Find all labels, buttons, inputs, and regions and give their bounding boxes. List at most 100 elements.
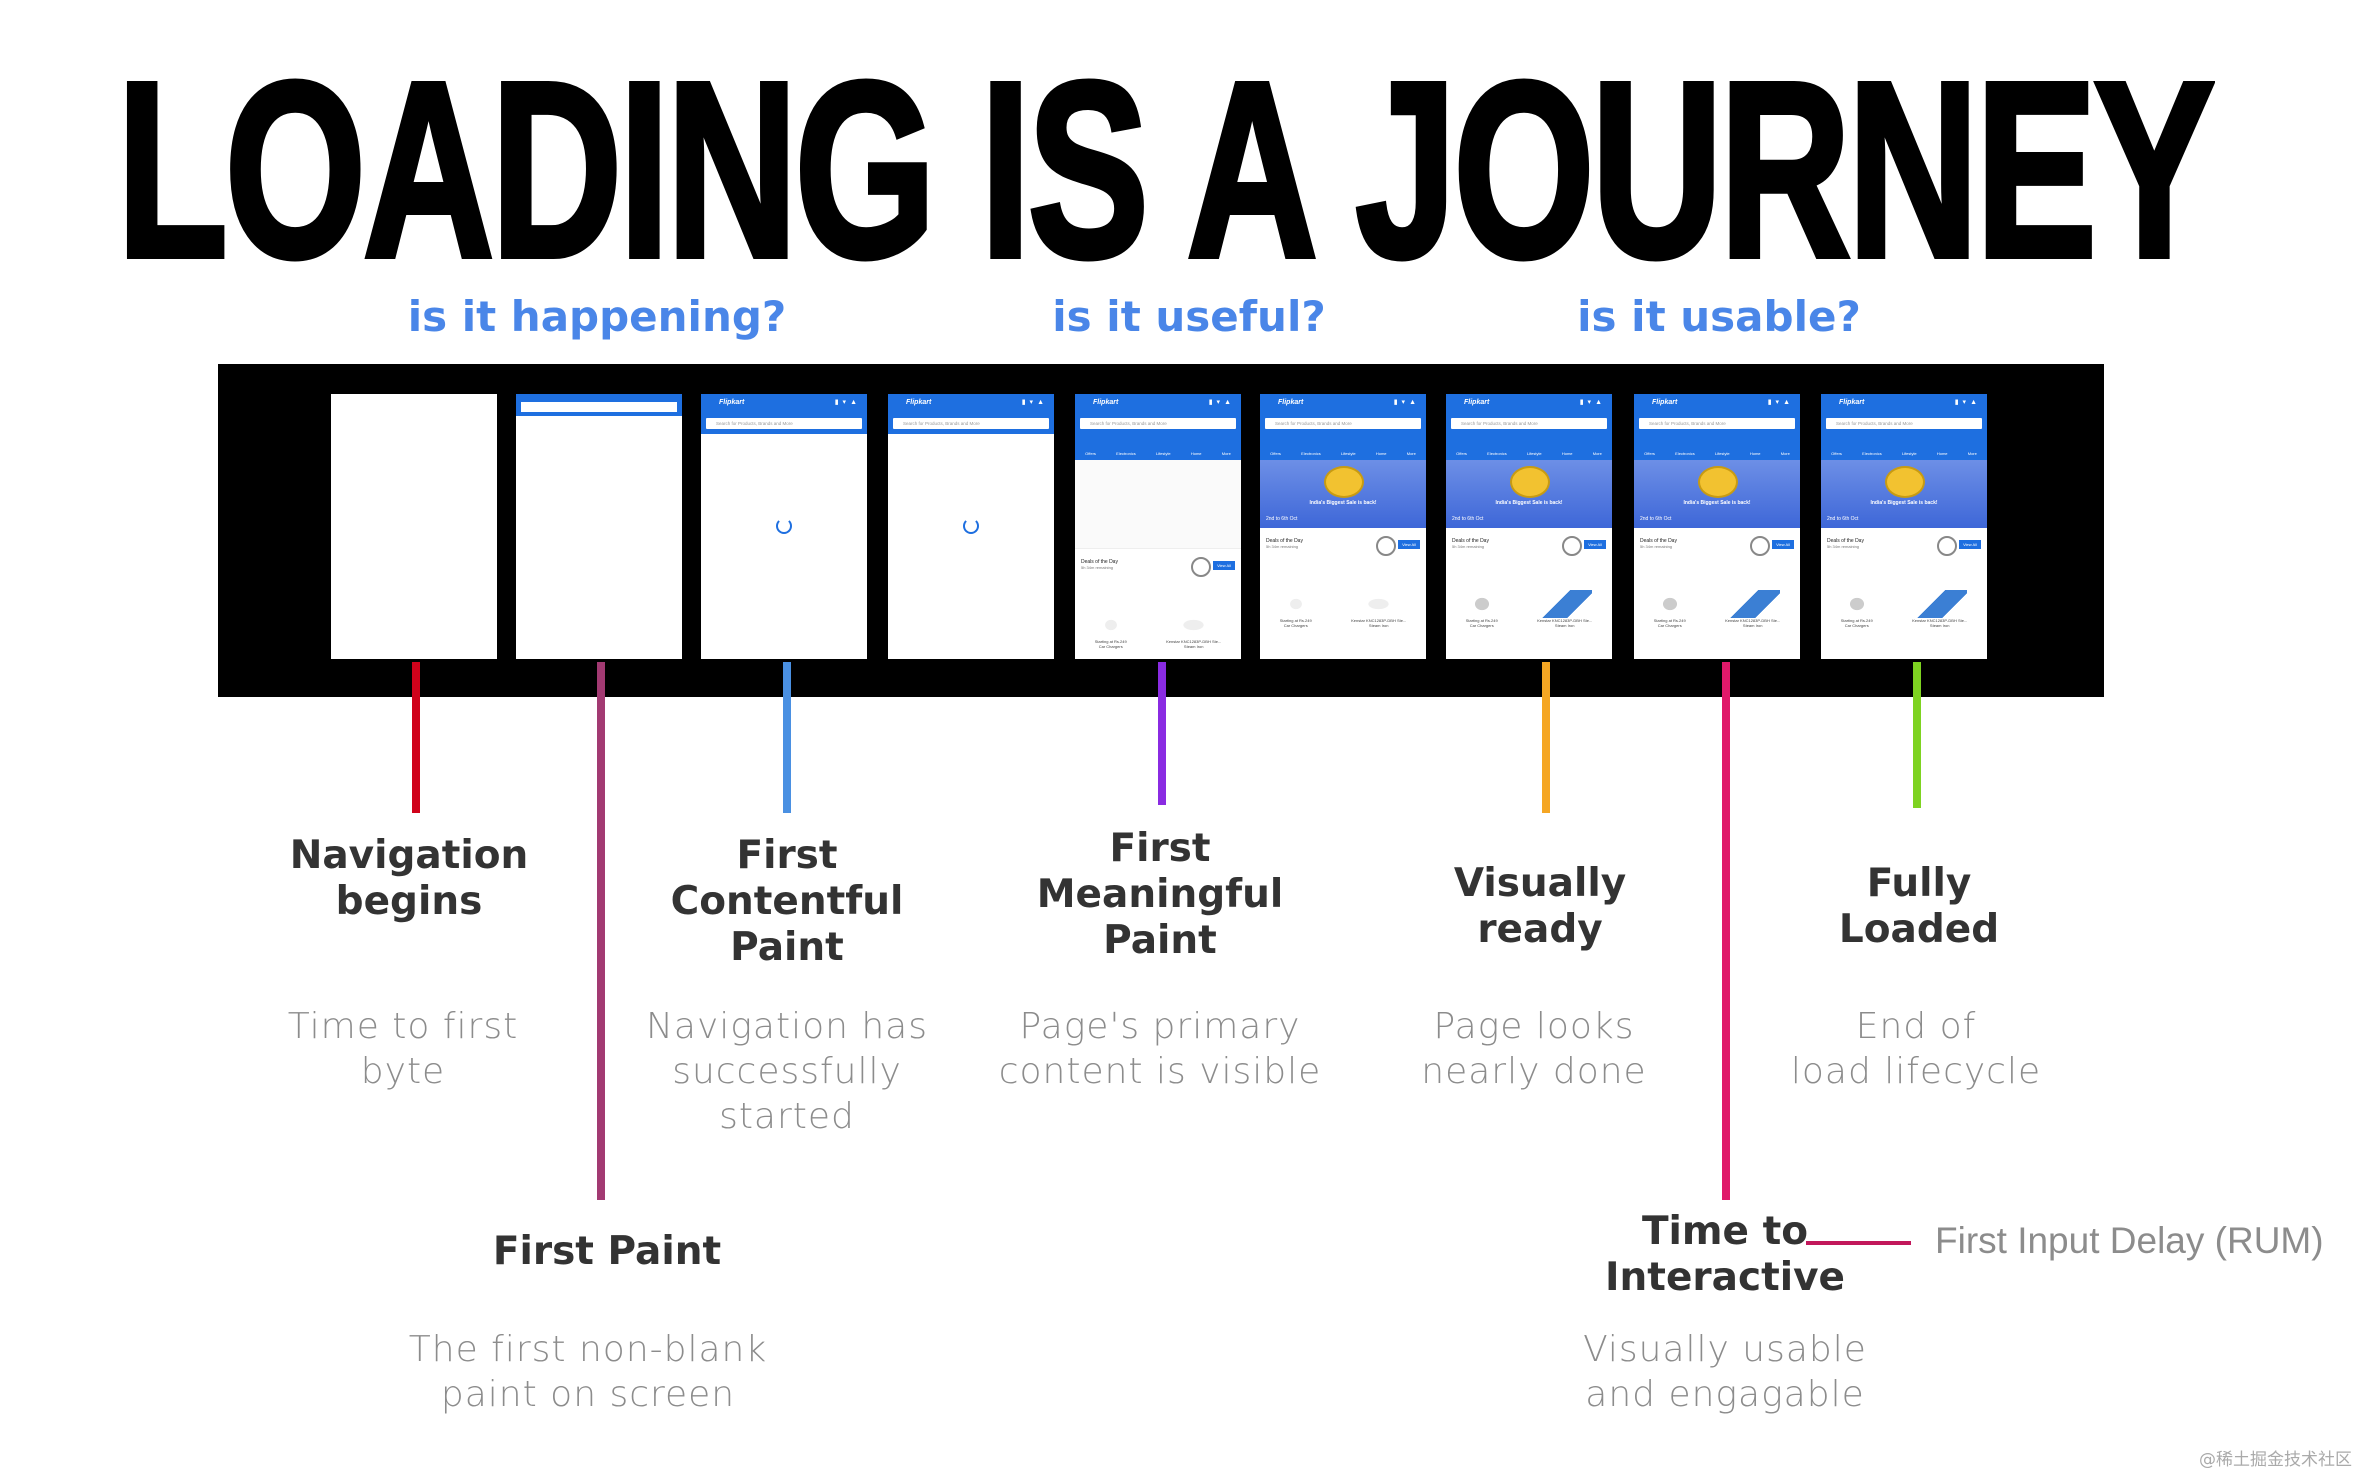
category-item: Home [1375,451,1387,456]
search-bar: Search for Products, Brands and More [1446,416,1612,434]
header-icons: ▮▾▲ [1208,399,1235,406]
search-placeholder: Search for Products, Brands and More [706,418,862,429]
deals-title: Deals of the Day [1081,559,1118,565]
banner-text: India's Biggest Sale is back! [1683,500,1751,506]
product-price: Starting at Rs.249 [1094,639,1127,644]
deals-remaining: 5h 34m remaining [1452,544,1485,549]
product-card: Kenstar KNC1283P-DBH Ste...Steam Iron [1725,590,1781,628]
product-card: Kenstar KNC1283P-DBH Ste...Steam Iron [1537,590,1593,628]
marker-fully-loaded [1913,662,1921,808]
header-icons: ▮▾▲ [1393,399,1420,406]
label-first-input-delay: First Input Delay (RUM) [1935,1220,2324,1261]
filmstrip-frame-blank [331,394,497,659]
product-image [1912,590,1968,618]
deals-remaining: 5h 34m remaining [1081,565,1114,570]
app-header-bar [516,394,682,416]
desc-time-to-interactive: Visually usable and engagable [1583,1329,1867,1415]
filmstrip-frame-banner: Flipkart ▮▾▲ Search for Products, Brands a… [1260,394,1426,659]
view-all-button: View All [1398,540,1420,549]
product-card: Kenstar KNC1283P-DBH Ste...Steam Iron [1351,590,1407,628]
product-image [1279,590,1312,618]
product-price: Kenstar KNC1283P-DBH Ste... [1537,618,1593,623]
product-image [1537,590,1593,618]
search-bar: Search for Products, Brands and More [701,416,867,434]
search-bar: Search for Products, Brands and More [1634,416,1800,434]
search-bar: Search for Products, Brands and More [888,416,1054,434]
category-item: Lifestyle [1155,451,1171,456]
marker-navigation-begins [412,662,420,813]
header-icons: ▮▾▲ [1954,399,1981,406]
app-header: Flipkart▮▾▲ [888,394,1054,416]
label-time-to-interactive: Time to Interactive [1605,1209,1845,1300]
billion-days-badge-icon [1885,466,1925,498]
product-card: Kenstar KNC1283P-DBH Ste...Steam Iron [1166,611,1222,649]
app-header: Flipkart ▮▾▲ [1075,394,1241,416]
category-item: Home [1936,451,1948,456]
question-useful: is it useful? [1052,292,1326,341]
category-item: Lifestyle [1340,451,1356,456]
category-item: Offers [1456,451,1467,456]
category-item: Offers [1831,451,1842,456]
product-image [1840,590,1873,618]
billion-days-badge-icon [1698,466,1738,498]
marker-first-contentful-paint [783,662,791,813]
clock-icon [1376,536,1396,556]
billion-days-badge-icon [1324,466,1364,498]
product-image [1653,590,1686,618]
loading-spinner-icon [963,518,979,534]
category-item: Lifestyle [1714,451,1730,456]
header-icons: ▮▾▲ [834,399,861,406]
app-logo: Flipkart [1652,399,1678,406]
category-item: Offers [1270,451,1281,456]
desc-navigation-begins: Time to first byte [287,1006,519,1092]
desc-fully-loaded: End of load lifecycle [1790,1006,2042,1092]
app-logo: Flipkart [719,399,745,406]
view-all-button: View All [1584,540,1606,549]
product-name: Car Chargers [1844,623,1869,628]
product-card: Kenstar KNC1283P-DBH Ste...Steam Iron [1912,590,1968,628]
search-placeholder: Search for Products, Brands and More [1265,418,1421,429]
deals-title: Deals of the Day [1640,538,1677,544]
label-navigation-begins: Navigation begins [289,833,529,924]
billion-days-badge-icon [1510,466,1550,498]
category-item: Lifestyle [1526,451,1542,456]
product-price: Kenstar KNC1283P-DBH Ste... [1166,639,1222,644]
search-bar: Search for Products, Brands and More [1821,416,1987,434]
app-header: Flipkart▮▾▲ [1821,394,1987,416]
question-happening: is it happening? [407,292,787,341]
first-input-delay-connector [1806,1241,1911,1245]
marker-first-paint [597,662,605,1200]
label-fully-loaded: Fully Loaded [1838,861,2000,952]
clock-icon [1750,536,1770,556]
banner-dates: 2nd to 6th Oct [1452,516,1484,522]
banner-dates: 2nd to 6th Oct [1640,516,1672,522]
sale-banner: India's Biggest Sale is back!2nd to 6th … [1446,460,1612,528]
app-logo: Flipkart [1093,399,1119,406]
app-logo: Flipkart [1278,399,1304,406]
loading-spinner-icon [776,518,792,534]
filmstrip-frame-spinner: Flipkart ▮▾▲ Search for Products, Brands a… [701,394,867,659]
product-image [1094,611,1127,639]
page-title: LOADING IS A JOURNEY [115,30,2217,309]
search-placeholder: Search for Products, Brands and More [1639,418,1795,429]
product-price: Kenstar KNC1283P-DBH Ste... [1912,618,1968,623]
category-item: Offers [1644,451,1655,456]
product-name: Steam Iron [1929,623,1950,628]
watermark: @稀土掘金技术社区 [2199,1450,2352,1470]
category-item: More [1221,451,1231,456]
search-placeholder: Search for Products, Brands and More [893,418,1049,429]
product-price: Starting at Rs.249 [1840,618,1873,623]
clock-icon [1191,557,1211,577]
deals-title: Deals of the Day [1452,538,1489,544]
product-name: Steam Iron [1742,623,1763,628]
sale-banner: India's Biggest Sale is back!2nd to 6th … [1260,460,1426,528]
search-placeholder: Search for Products, Brands and More [1451,418,1607,429]
header-icons: ▮▾▲ [1767,399,1794,406]
search-placeholder: Search for Products, Brands and More [1826,418,1982,429]
